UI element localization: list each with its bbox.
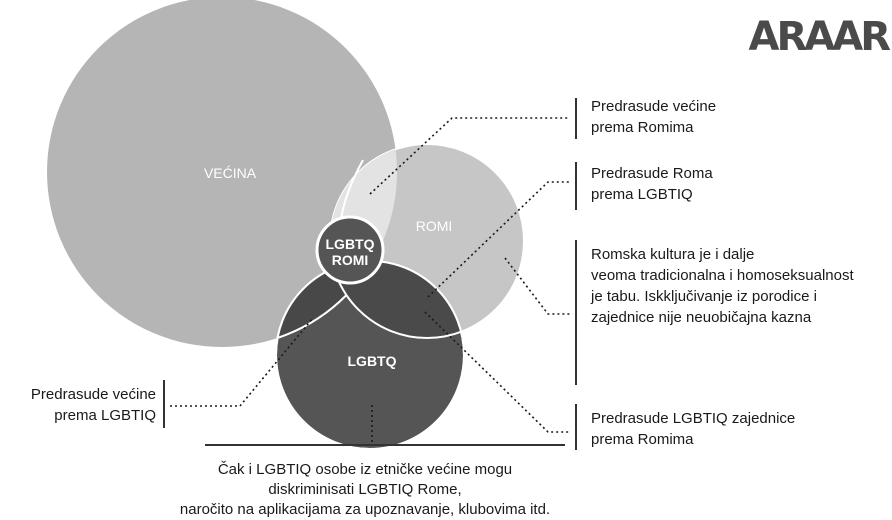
araar-logo: ARAAR [748, 14, 891, 60]
center-circle [315, 215, 385, 285]
note-lgbtiq-roma: Predrasude LGBTIQ zajednice prema Romima [591, 410, 796, 448]
center-label-line1: LGBTQ [326, 236, 375, 252]
roma-label: ROMI [416, 218, 453, 234]
note-majority-roma: Predrasude većine prema Romima [591, 98, 717, 136]
note-majority-lgbtiq: Predrasude većine prema LGBTIQ [30, 386, 156, 424]
lgbtq-label: LGBTQ [348, 353, 397, 369]
leader-roma-lgbtiq [427, 181, 570, 298]
majority-circle [47, 0, 397, 347]
bottom-note: Čak i LGBTIQ osobe iz etničke većine mog… [179, 461, 551, 518]
lgbtq-roma-overlap [329, 261, 464, 339]
leader-culture [504, 257, 570, 315]
center-label-line2: ROMI [332, 252, 369, 268]
note-culture: Romska kultura je i dalje veoma tradicio… [591, 246, 854, 326]
leader-majority-roma [369, 117, 570, 195]
leader-lgbtiq-roma [424, 311, 570, 433]
leader-majority-lgbtiq [170, 317, 314, 407]
note-roma-lgbtiq: Predrasude Roma prema LGBTIQ [591, 165, 713, 203]
majority-label: VEĆINA [204, 165, 257, 181]
